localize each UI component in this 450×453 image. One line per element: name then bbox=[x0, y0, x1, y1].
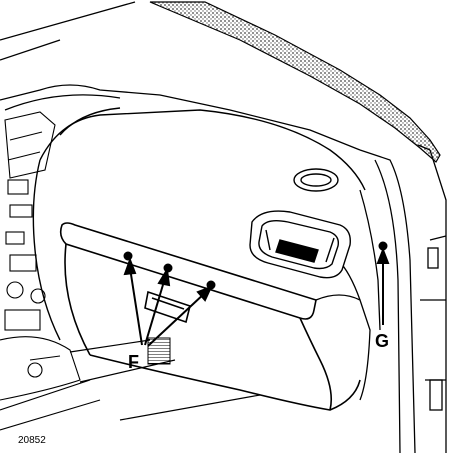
dashboard-top bbox=[32, 107, 366, 341]
left-controls bbox=[0, 111, 101, 431]
leader-arrows bbox=[123, 247, 390, 347]
windshield-trim bbox=[149, 1, 441, 163]
bolt-f-1 bbox=[123, 251, 133, 261]
callout-f-label: F bbox=[128, 352, 139, 372]
footwell-lines bbox=[69, 339, 261, 421]
callout-g-label: G bbox=[375, 331, 389, 351]
glovebox bbox=[59, 222, 361, 411]
figure-reference-number: 20852 bbox=[18, 435, 46, 446]
air-vent bbox=[249, 210, 351, 279]
